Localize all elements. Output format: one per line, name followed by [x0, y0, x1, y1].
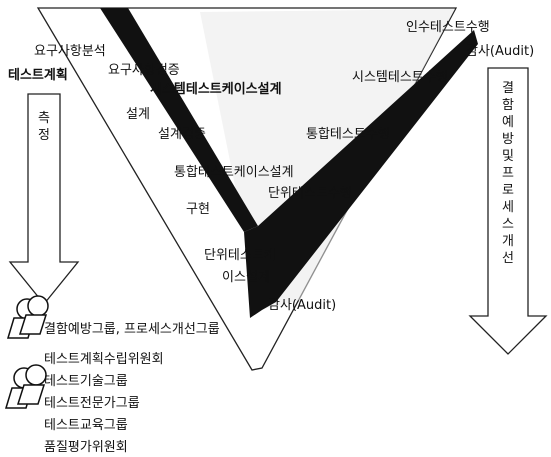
label-audit-bottom: 감사(Audit)	[268, 298, 337, 313]
label-requirements-analysis: 요구사항분석	[34, 44, 106, 59]
v-thick-right-stroke	[244, 30, 478, 318]
label-unit-test-case-design-line2: 이스설계	[222, 270, 270, 285]
label-audit-top: 감사(Audit)	[466, 44, 535, 59]
group-person-icon-4	[16, 364, 47, 405]
label-system-test: 시스템테스트수행	[352, 70, 448, 85]
label-requirements-verification: 요구사항검증	[108, 63, 180, 78]
prevention-arrow	[468, 67, 548, 355]
v-thick-left-stroke	[100, 8, 258, 232]
label-integration-test-case-design: 통합테스트케이스설계	[174, 165, 294, 180]
group-item: 결함예방그룹, 프로세스개선그룹	[44, 322, 220, 337]
prevention-arrow-label: 결함예방및프로세스개선	[502, 81, 514, 266]
label-design-verification: 설계검증	[158, 127, 206, 142]
label-unit-test-case-design-line1: 단위테스트케	[204, 248, 276, 263]
group-item: 테스트계획수립위원회	[44, 352, 164, 367]
measure-arrow	[8, 93, 80, 306]
group-item: 테스트기술그룹	[44, 374, 128, 389]
label-integration-test: 통합테스트수행	[306, 127, 390, 142]
label-unit-test: 단위테스트수행	[268, 186, 352, 201]
group-item: 테스트전문가그룹	[44, 396, 140, 411]
group-item: 품질평가위원회	[44, 440, 128, 455]
group-person-icon-2	[18, 295, 49, 335]
measure-arrow-label: 측정	[38, 111, 50, 143]
label-system-test-case-design: 시스템테스트케이스설계	[150, 82, 282, 97]
label-design: 설계	[126, 107, 150, 122]
label-acceptance-test: 인수테스트수행	[406, 20, 490, 35]
group-item: 테스트교육그룹	[44, 418, 128, 433]
label-test-planning: 테스트계획	[8, 68, 68, 83]
label-implementation: 구현	[186, 202, 210, 217]
